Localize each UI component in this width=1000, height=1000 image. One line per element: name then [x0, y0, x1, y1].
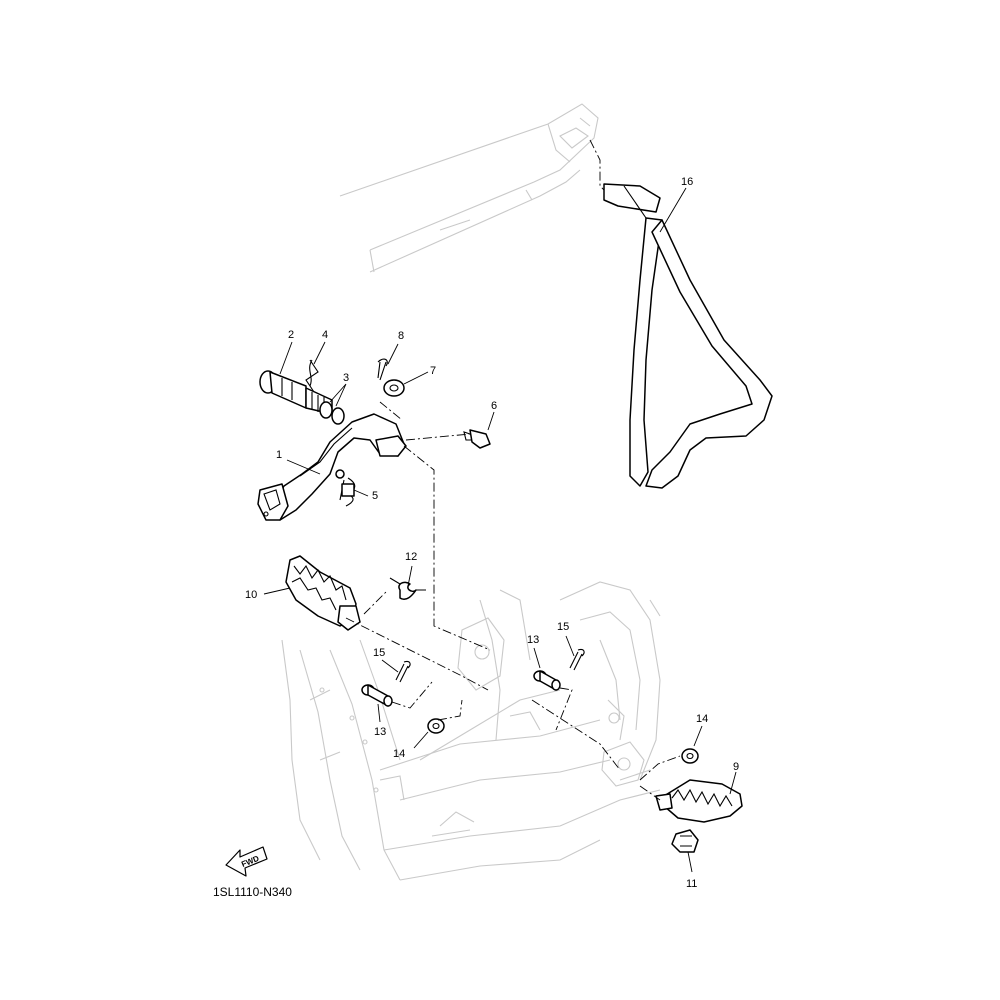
callout-13a: 13 [374, 726, 386, 738]
callout-7: 7 [430, 365, 436, 377]
footrest-spring [389, 577, 426, 601]
swingarm-ghost [339, 103, 599, 273]
washer-right [681, 748, 699, 764]
return-spring [339, 477, 356, 507]
right-footrest [655, 779, 743, 823]
washer [383, 379, 405, 397]
cotter-pin [569, 648, 585, 671]
callout-4: 4 [322, 329, 328, 341]
callout-5: 5 [372, 490, 378, 502]
assembly-lines [345, 139, 681, 801]
callout-2: 2 [288, 329, 294, 341]
callout-3: 3 [343, 372, 349, 384]
leader-lines [263, 187, 737, 873]
callout-14b: 14 [696, 713, 708, 725]
footrest-pin-right [533, 670, 561, 691]
callout-12: 12 [405, 551, 417, 563]
callout-9: 9 [733, 761, 739, 773]
pedal-pin [463, 429, 491, 449]
callout-16: 16 [681, 176, 693, 188]
callout-13b: 13 [527, 634, 539, 646]
callout-15a: 15 [373, 647, 385, 659]
cotter-pin [395, 660, 411, 683]
side-stand [603, 183, 773, 489]
o-ring [319, 401, 345, 425]
callout-10: 10 [245, 589, 257, 601]
frame-ghost [281, 581, 661, 881]
footrest-spring-right [671, 829, 699, 853]
callout-14a: 14 [393, 748, 405, 760]
callout-1: 1 [276, 449, 282, 461]
callout-8: 8 [398, 330, 404, 342]
left-footrest [285, 555, 361, 631]
callout-11: 11 [686, 878, 697, 890]
cotter-pin [305, 359, 319, 393]
footrest-pin-left [361, 684, 393, 707]
forward-direction-icon: FWD [225, 846, 268, 877]
diagram-code: 1SL1110-N340 [213, 885, 292, 899]
callout-6: 6 [491, 400, 497, 412]
brake-pedal [257, 413, 407, 521]
callout-15b: 15 [557, 621, 569, 633]
washer-left [427, 718, 445, 734]
cotter-pin [377, 358, 388, 381]
